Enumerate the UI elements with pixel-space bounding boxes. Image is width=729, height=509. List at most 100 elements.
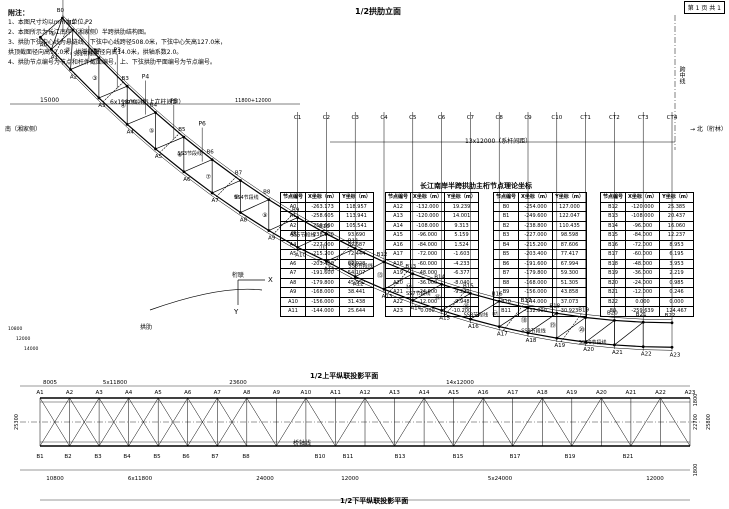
post-label: P5 <box>170 98 178 105</box>
node-label-a: A11 <box>324 266 335 272</box>
hanger-label: C2 <box>323 115 330 121</box>
node-marker <box>125 122 129 126</box>
member-number: ⑬ <box>377 272 383 280</box>
segment-label: SS1节段线 <box>73 50 98 57</box>
upper-chord-line <box>61 17 673 324</box>
plan-node-label-a: A7 <box>214 390 222 396</box>
node-label-b: B3 <box>122 76 130 82</box>
plan-node-label-b: B15 <box>453 454 464 460</box>
segment-line <box>215 176 237 198</box>
plan-brace <box>246 397 277 447</box>
post-label: P2 <box>85 19 93 26</box>
vertical-member <box>127 112 156 125</box>
plan-brace <box>660 397 691 447</box>
node-label-b: B0 <box>57 8 65 14</box>
small-dimension: 10800 <box>8 326 22 332</box>
segment-label: SS3节段线 <box>178 150 203 157</box>
plan-node-label-b: B8 <box>242 454 250 460</box>
node-marker <box>61 16 64 20</box>
segment-label: SS8节段线 <box>464 311 489 318</box>
node-label-b: B1 <box>67 20 74 26</box>
node-marker <box>154 147 157 151</box>
member-number: ② <box>65 47 71 54</box>
plan-node-label-b: B4 <box>123 454 131 460</box>
vertical-member <box>212 180 241 194</box>
lower-dimension: 6x11800 <box>128 476 153 482</box>
segment-line <box>502 303 525 331</box>
plan-node-label-a: A1 <box>36 390 43 396</box>
plan-node-label-a: A12 <box>360 390 371 396</box>
segment-label: SS5节段线 <box>291 232 316 239</box>
node-marker <box>154 111 157 114</box>
member-number: ⑲ <box>550 322 556 330</box>
plan-brace <box>394 397 425 447</box>
node-marker <box>239 179 242 182</box>
plan-node-label-b: B21 <box>623 454 634 460</box>
hanger-label: C8 <box>496 115 504 121</box>
node-marker <box>97 96 101 100</box>
node-label-b: B15 <box>463 283 474 289</box>
side-dimension: 1800 <box>693 464 699 477</box>
node-marker <box>69 68 72 71</box>
segment-label: SS6节段线 <box>348 262 373 269</box>
node-marker <box>182 170 186 174</box>
plan-brace <box>276 397 307 447</box>
notes: 附注： 1、本图尺寸均以mm为单位。 2、本图所示为长江南岸（湘家侧）半跨拱肋结… <box>8 8 226 68</box>
vertical-member <box>355 261 385 277</box>
arch-axis-label: 拱肋 <box>140 324 153 331</box>
segment-label: SS4节段线 <box>234 194 259 201</box>
vertical-member <box>556 317 586 339</box>
plan-node-label-a: A9 <box>273 390 281 396</box>
member-number: ⑩ <box>291 229 296 236</box>
node-label-a: A20 <box>583 347 594 353</box>
plan-node-label-a: A23 <box>685 390 696 396</box>
hanger-label: C10 <box>551 115 562 121</box>
node-label-b: B20 <box>607 310 618 316</box>
node-marker <box>267 229 271 232</box>
plan-brace <box>305 397 336 447</box>
plan-brace <box>453 397 484 447</box>
node-label-b: B5 <box>178 127 186 133</box>
plan-node-label-b: B6 <box>182 454 190 460</box>
node-label-a: A8 <box>240 218 248 224</box>
member-number: ⑯ <box>463 302 469 310</box>
plan-node-label-a: A3 <box>95 390 103 396</box>
note-item: 2、本图所示为长江南岸（湘家侧）半跨拱肋结构图。 <box>8 29 150 36</box>
plan-brace <box>335 397 366 447</box>
plan-brace <box>69 397 100 447</box>
segment-label: SS9节段线 <box>521 328 546 335</box>
side-dimension: 22700 <box>693 414 699 430</box>
segment-line <box>159 132 181 154</box>
member-number: ⑦ <box>205 173 211 180</box>
plan-node-label-a: A21 <box>626 390 637 396</box>
node-label-b: B22 <box>665 313 676 319</box>
mid-span-label: 跨中线 <box>678 66 685 84</box>
vertical-member <box>155 136 184 150</box>
segment-line <box>55 25 70 54</box>
node-marker <box>210 191 214 195</box>
member-number: ④ <box>121 102 126 109</box>
segment-line <box>102 81 124 103</box>
post-label: P4 <box>142 74 150 81</box>
plan-node-label-a: A11 <box>330 390 341 396</box>
plan-brace <box>482 397 513 447</box>
side-dimension: 25800 <box>706 414 712 430</box>
node-label-b: B21 <box>636 312 647 318</box>
member-number: ⑳ <box>579 326 585 334</box>
member-number: ⑮ <box>435 293 441 301</box>
node-label-b: B10 <box>319 224 330 230</box>
node-label-a: A5 <box>155 154 163 160</box>
hanger-label: C7 <box>467 115 475 121</box>
node-marker <box>38 35 42 39</box>
vertical-member <box>470 301 500 320</box>
plan-brace <box>364 397 395 447</box>
x-coord-cell: -259.639 <box>625 306 661 317</box>
small-dimension: 14000 <box>24 346 38 352</box>
plan-node-label-b: B13 <box>395 454 406 460</box>
y-coord-cell: 25.644 <box>339 306 374 317</box>
node-label-a: A7 <box>212 198 220 204</box>
